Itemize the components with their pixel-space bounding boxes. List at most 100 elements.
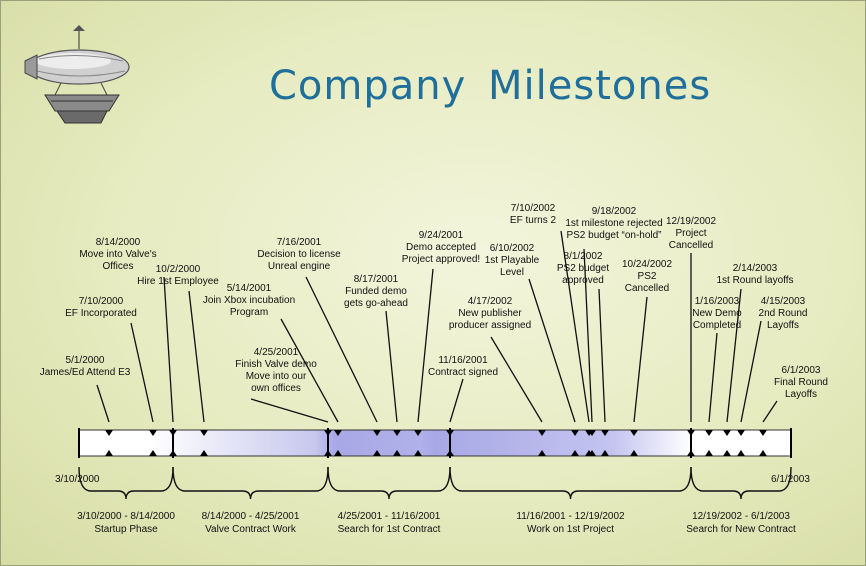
event-description: Offices	[103, 261, 134, 272]
phase-name: Search for New Contract	[686, 524, 796, 535]
event-date: 2/14/2003	[733, 263, 778, 274]
event-description: Layoffs	[785, 389, 817, 400]
event-description: Cancelled	[625, 283, 669, 294]
event-description: Final Round	[774, 377, 828, 388]
event-description: Cancelled	[669, 240, 713, 251]
event-marker	[737, 430, 745, 436]
event-leader-line	[449, 378, 464, 423]
phase-name: Work on 1st Project	[527, 524, 614, 535]
event-date: 7/10/2000	[79, 296, 124, 307]
event-description: Hire 1st Employee	[137, 276, 219, 287]
event-description: PS2 budget	[557, 263, 609, 274]
event-description: Move into Valve's	[79, 249, 156, 260]
phase-name: Valve Contract Work	[205, 524, 297, 535]
event-marker	[723, 450, 731, 456]
event-marker	[393, 450, 401, 456]
event-leader-line	[528, 278, 576, 423]
event-marker	[571, 430, 579, 436]
event-date: 1/16/2003	[695, 296, 740, 307]
event-leader-line	[726, 288, 742, 423]
phase-name: Startup Phase	[94, 524, 158, 535]
airship-icon	[24, 25, 130, 124]
event-date: 4/15/2003	[761, 296, 806, 307]
event-date: 9/24/2001	[419, 230, 464, 241]
event-marker	[705, 450, 713, 456]
event-marker	[588, 450, 596, 456]
event-marker	[200, 450, 208, 456]
event-date: 9/18/2002	[592, 206, 637, 217]
event-description: producer assigned	[449, 320, 531, 331]
phase-dates: 12/19/2002 - 6/1/2003	[692, 511, 790, 522]
event-date: 8/1/2002	[564, 251, 603, 262]
event-date: 10/24/2002	[622, 259, 672, 270]
event-leader-line	[583, 248, 593, 423]
event-marker	[538, 430, 546, 436]
phase-name: Search for 1st Contract	[338, 524, 441, 535]
timeline-start-label: 3/10/2000	[55, 474, 100, 485]
event-marker	[571, 450, 579, 456]
event-leader-line	[762, 400, 778, 423]
phase-brace	[327, 466, 451, 500]
phase-brace	[690, 466, 792, 500]
event-description: 1st milestone rejected	[565, 218, 662, 229]
event-date: 6/10/2002	[490, 243, 535, 254]
event-date: 4/25/2001	[254, 347, 299, 358]
event-date: 7/16/2001	[277, 237, 322, 248]
event-marker	[334, 430, 342, 436]
event-leader-line	[96, 384, 110, 423]
event-description: Project approved!	[402, 254, 480, 265]
phase-brace	[449, 466, 692, 500]
event-description: PS2	[638, 271, 657, 282]
event-leader-line	[417, 268, 434, 423]
event-description: Finish Valve demo	[235, 359, 317, 370]
event-marker	[601, 430, 609, 436]
event-marker	[759, 430, 767, 436]
event-marker	[334, 450, 342, 456]
event-date: 7/10/2002	[511, 203, 556, 214]
event-marker	[393, 430, 401, 436]
phase-dates: 4/25/2001 - 11/16/2001	[338, 511, 441, 522]
event-marker	[373, 450, 381, 456]
phase-brace	[172, 466, 329, 500]
event-marker	[737, 450, 745, 456]
timeline-bar	[78, 429, 792, 457]
event-description: gets go-ahead	[344, 298, 408, 309]
event-date: 6/1/2003	[782, 365, 821, 376]
event-description: Join Xbox incubation	[203, 295, 295, 306]
event-leader-line	[305, 276, 378, 423]
event-description: Funded demo	[345, 286, 407, 297]
event-description: Decision to license	[257, 249, 341, 260]
phase-dates: 8/14/2000 - 4/25/2001	[202, 511, 300, 522]
event-description: 2nd Round	[759, 308, 808, 319]
event-description: own offices	[251, 383, 301, 394]
event-description: EF turns 2	[510, 215, 557, 226]
event-description: New Demo	[692, 308, 742, 319]
event-leader-line	[490, 336, 543, 423]
event-marker	[538, 450, 546, 456]
event-leader-line	[163, 276, 174, 423]
event-leader-line	[708, 332, 718, 423]
event-leader-line	[633, 296, 648, 423]
event-leader-line	[280, 318, 339, 423]
timeline-end-label: 6/1/2003	[771, 474, 810, 485]
event-marker	[601, 450, 609, 456]
event-description: Contract signed	[428, 367, 498, 378]
event-marker	[705, 430, 713, 436]
event-description: Completed	[693, 320, 741, 331]
event-leader-line	[598, 288, 606, 423]
event-description: approved	[562, 275, 604, 286]
